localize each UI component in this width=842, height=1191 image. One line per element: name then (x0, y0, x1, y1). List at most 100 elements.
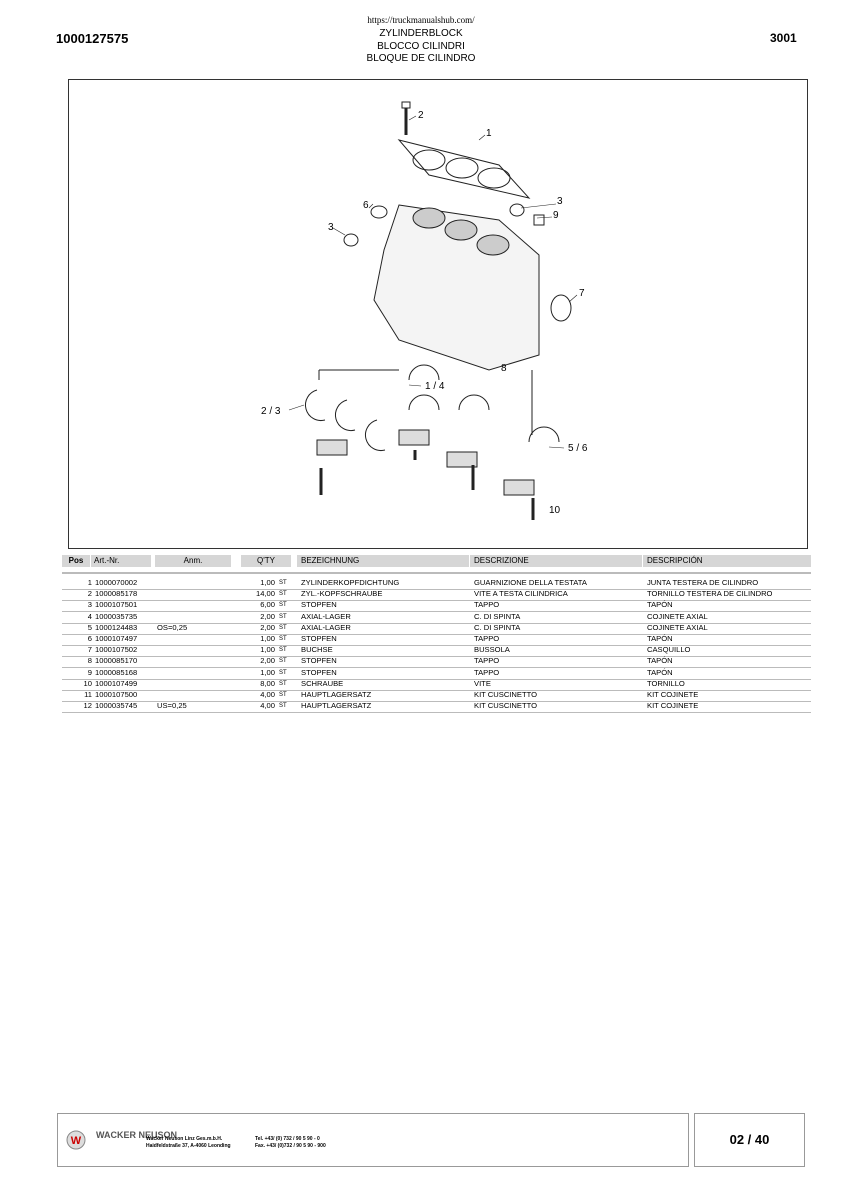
cell-pos: 12 (83, 701, 92, 711)
cell-unit: ST (279, 636, 287, 642)
cell-unit: ST (279, 647, 287, 654)
col-qty: Q'TY (241, 555, 291, 567)
cell-art: 1000107499 (95, 678, 138, 688)
title-es: BLOQUE DE CILINDRO (366, 53, 476, 64)
cell-unit: ST (279, 602, 287, 609)
page-titles: ZYLINDERBLOCK BLOCCO CILINDRI BLOQUE DE … (0, 28, 842, 66)
cell-qty: 1,00 (260, 634, 275, 643)
cell-qty: 4,00 (260, 701, 275, 711)
company-info: Wacker Neuson Linz Ges.m.b.H. Haidfeldst… (146, 1136, 231, 1150)
cell-dsp: COJINETE AXIAL (647, 611, 708, 621)
cell-dsp: KIT COJINETE (647, 690, 699, 699)
cell-dsp: TAPÓN (647, 600, 673, 610)
callout-5-6: 5 / 6 (568, 443, 588, 454)
cell-pos: 2 (87, 589, 92, 599)
cell-dsp: TAPÓN (647, 634, 673, 643)
cell-bez: AXIAL-LAGER (301, 611, 351, 621)
col-anm: Anm. (155, 555, 231, 567)
cell-unit: ST (279, 591, 287, 598)
cell-qty: 2,00 (260, 656, 275, 666)
cell-desc: GUARNIZIONE DELLA TESTATA (474, 578, 587, 587)
cell-unit: ST (279, 624, 287, 631)
wacker-logo-icon: W (66, 1130, 86, 1150)
cell-unit: ST (279, 669, 287, 676)
cell-art: 1000085178 (95, 589, 138, 599)
callout-1-4: 1 / 4 (425, 381, 445, 392)
cell-qty: 6,00 (260, 600, 275, 610)
cell-pos: 7 (87, 645, 92, 655)
cell-anm: US=0,25 (157, 701, 187, 711)
cell-desc: KIT CUSCINETTO (474, 701, 538, 711)
callout-9: 9 (553, 210, 559, 221)
cell-art: 1000085168 (95, 667, 138, 677)
tel: Tel. +43/ (0) 732 / 90 5 90 - 0 (255, 1136, 320, 1142)
cell-pos: 8 (87, 656, 92, 666)
cell-unit: ST (279, 703, 287, 710)
cell-dsp: TAPÓN (647, 656, 673, 666)
cell-art: 1000085170 (95, 656, 138, 666)
svg-text:W: W (71, 1135, 82, 1147)
cell-desc: TAPPO (474, 656, 500, 666)
cell-pos: 1 (87, 578, 92, 587)
cell-bez: HAUPTLAGERSATZ (301, 701, 372, 711)
cell-bez: SCHRAUBE (301, 678, 344, 688)
callout-8: 8 (501, 363, 507, 374)
company-address: Haidfeldstraße 37, A-4060 Leonding (146, 1143, 231, 1149)
cell-desc: TAPPO (474, 634, 500, 643)
cell-bez: ZYLINDERKOPFDICHTUNG (301, 578, 400, 587)
cell-desc: VITE (474, 678, 491, 688)
header-divider (62, 572, 811, 574)
cell-qty: 14,00 (255, 589, 275, 599)
page-number: 02 / 40 (694, 1113, 805, 1167)
cylinder-block-drawing (288, 101, 578, 520)
cell-pos: 6 (87, 634, 92, 643)
col-dsp: DESCRIPCIÓN (643, 555, 811, 567)
cell-bez: ZYL.-KOPFSCHRAUBE (301, 589, 383, 599)
col-bez: BEZEICHNUNG (297, 555, 469, 567)
cell-bez: STOPFEN (301, 667, 337, 677)
cell-unit: ST (279, 658, 287, 665)
cell-desc: TAPPO (474, 600, 500, 610)
callout-3b: 3 (328, 222, 334, 233)
cell-unit: ST (279, 580, 287, 586)
cell-art: 1000107500 (95, 690, 138, 699)
callout-2: 2 (418, 110, 424, 121)
title-de: ZYLINDERBLOCK (379, 28, 463, 39)
cell-pos: 11 (84, 690, 92, 699)
cell-art: 1000107501 (95, 600, 138, 610)
cell-bez: STOPFEN (301, 600, 337, 610)
bolt-head (401, 101, 411, 109)
source-url[interactable]: https://truckmanualshub.com/ (367, 15, 475, 25)
cell-qty: 4,00 (260, 690, 275, 699)
cell-unit: ST (279, 692, 287, 698)
cell-bez: AXIAL-LAGER (301, 622, 351, 632)
cell-desc: KIT CUSCINETTO (474, 690, 538, 699)
cell-anm: OS=0,25 (157, 622, 188, 632)
cell-qty: 2,00 (260, 622, 275, 632)
cell-dsp: CASQUILLO (647, 645, 691, 655)
company-name: Wacker Neuson Linz Ges.m.b.H. (146, 1136, 223, 1142)
cell-desc: BUSSOLA (474, 645, 510, 655)
contact-info: Tel. +43/ (0) 732 / 90 5 90 - 0 Fax. +43… (255, 1136, 326, 1150)
footer: W WACKER NEUSON Wacker Neuson Linz Ges.m… (57, 1113, 689, 1167)
cell-pos: 10 (83, 678, 92, 688)
callout-6: 6 (363, 200, 369, 211)
cell-bez: STOPFEN (301, 656, 337, 666)
cell-dsp: TORNILLO TESTERA DE CILINDRO (647, 589, 773, 599)
cell-desc: VITE A TESTA CILINDRICA (474, 589, 568, 599)
cell-pos: 4 (87, 611, 92, 621)
exploded-diagram: 2 1 6 3 9 3 7 8 1 / 4 2 / 3 5 / 6 10 (68, 79, 808, 549)
callout-2-3: 2 / 3 (261, 406, 281, 417)
callout-7: 7 (579, 288, 585, 299)
col-desc: DESCRIZIONE (470, 555, 642, 567)
cell-pos: 5 (87, 622, 92, 632)
